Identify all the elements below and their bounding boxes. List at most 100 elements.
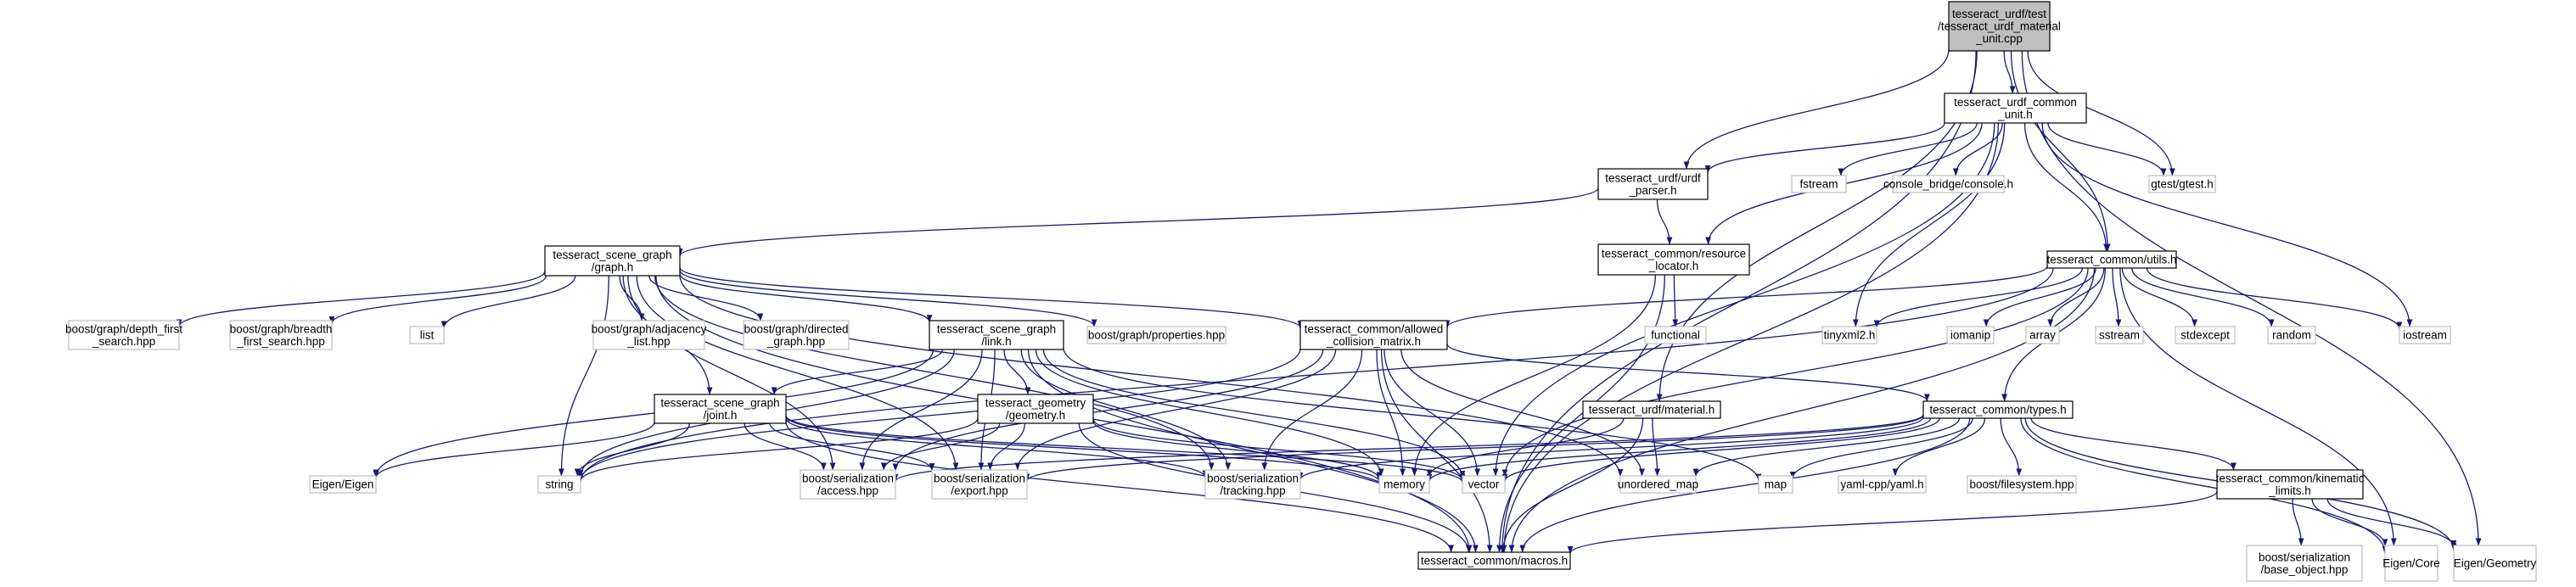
edge-utils-to-array [2047, 267, 2105, 327]
node-label-line: tesseract_urdf_common [1954, 96, 2077, 109]
node-box [1922, 400, 2074, 419]
edge-common_unit-to-utils [2023, 122, 2110, 252]
edge-sg_graph-to-ser_access [627, 275, 836, 471]
edge-acm-to-memory [1376, 349, 1406, 477]
edge-common_unit-to-console [1952, 122, 2003, 176]
node-root[interactable]: tesseract_urdf/test/tesseract_urdf_mater… [1938, 1, 2061, 52]
edge-utils-to-stdexcept [2121, 267, 2197, 327]
node-box [977, 394, 1094, 424]
edge-acm-to-unordered_map [1400, 349, 1645, 477]
node-label-line: tesseract_common/macros.h [1421, 555, 1568, 567]
node-urdf-material[interactable]: tesseract_urdf/material.h [1582, 400, 1721, 419]
node-box [1417, 551, 1571, 570]
node-acm[interactable]: tesseract_common/allowed_collision_matri… [1299, 320, 1448, 350]
node-label-line: boost/serialization [1207, 472, 1299, 484]
node-kinematic[interactable]: tesseract_common/kinematic_limits.h [2216, 469, 2365, 500]
edge-acm-to-ser_export [1014, 349, 1337, 471]
node-macros[interactable]: tesseract_common/macros.h [1417, 551, 1571, 570]
node-label-line: tesseract_urdf/test [1952, 8, 2046, 20]
edge-common_unit-to-gtest [2047, 122, 2167, 176]
node-ser-access: boost/serialization/access.hpp [800, 469, 896, 500]
node-label-line: /graph.h [592, 260, 634, 273]
node-box [537, 475, 581, 494]
node-box [592, 320, 705, 350]
node-label-line: /tracking.hpp [1220, 484, 1285, 497]
node-box [2216, 469, 2364, 500]
dependency-nodes: tesseract_urdf/test/tesseract_urdf_mater… [65, 1, 2537, 582]
node-box [1967, 475, 2077, 494]
node-string: string [537, 475, 581, 494]
edge-common_unit-to-iostream [2041, 122, 2413, 327]
node-label-line: sstream [2099, 329, 2140, 342]
node-filesystem: boost/filesystem.hpp [1967, 475, 2077, 494]
node-box [800, 469, 896, 500]
node-label-line: boost/graph/breadth [230, 322, 333, 335]
node-resource-locator[interactable]: tesseract_common/resource_locator.h [1597, 243, 1750, 276]
node-box [2453, 545, 2537, 582]
edge-types-to-map [1789, 417, 1973, 479]
node-box [2175, 326, 2236, 344]
node-box [931, 469, 1028, 500]
edge-types-to-ser_export [1024, 414, 1924, 482]
node-label-line: boost/graph/properties.hpp [1088, 329, 1225, 342]
node-common-unit[interactable]: tesseract_urdf_common_unit.h [1944, 92, 2087, 124]
node-geometry[interactable]: tesseract_geometry/geometry.h [977, 394, 1094, 424]
node-bfs: boost/graph/breadth_first_search.hpp [229, 320, 333, 350]
edge-types-to-ser_access [892, 414, 1924, 482]
node-label-line: tesseract_common/utils.h [2046, 254, 2176, 266]
node-label-line: boost/serialization [934, 472, 1025, 484]
edge-root-to-common_unit [2003, 50, 2016, 94]
node-label-line: Eigen/Geometry [2454, 557, 2537, 570]
edge-sg_link-to-macros [1027, 349, 1479, 553]
node-box [2267, 326, 2316, 344]
node-sg-graph[interactable]: tesseract_scene_graph/graph.h [544, 245, 681, 277]
node-console: console_bridge/console.h [1883, 175, 2013, 193]
node-ser-export: boost/serialization/export.hpp [931, 469, 1028, 500]
edge-common_unit-to-tinyxml [1852, 122, 2006, 327]
edge-kinematic-to-eigen_geometry [2326, 498, 2457, 548]
node-label-line: /tesseract_urdf_material [1938, 20, 2061, 33]
edge-utils-to-sstream [2112, 267, 2122, 327]
node-label-line: _parser.h [1628, 184, 1676, 197]
node-box [409, 326, 445, 344]
node-utils[interactable]: tesseract_common/utils.h [2046, 250, 2177, 269]
node-gtest: gtest/gtest.h [2148, 175, 2216, 193]
node-label-line: list [420, 329, 435, 342]
node-box [1948, 1, 2051, 52]
edge-utils-to-random [2131, 267, 2275, 327]
node-box [2399, 326, 2451, 344]
dependency-edges [176, 49, 2482, 554]
node-label-line: /base_object.hpp [2261, 563, 2349, 576]
node-label-line: /export.hpp [951, 484, 1008, 497]
node-sg-joint[interactable]: tesseract_scene_graph/joint.h [654, 394, 787, 424]
edge-types-to-yaml [1892, 417, 1986, 477]
node-urdf-parser[interactable]: tesseract_urdf/urdf_parser.h [1597, 168, 1709, 200]
edge-urdf_material-to-unordered_map [1652, 417, 1661, 477]
edge-types-to-ser_tracking [1297, 416, 1924, 480]
node-adjacency: boost/graph/adjacency_list.hpp [592, 320, 707, 350]
edge-sg_link-to-memory [1035, 349, 1384, 477]
node-label-line: tesseract_common/resource [1602, 247, 1746, 260]
edge-acm-to-vector [1383, 349, 1481, 477]
node-label-line: iostream [2403, 329, 2447, 342]
edge-geometry-to-ser_access [880, 422, 1001, 471]
node-label-line: stdexcept [2180, 329, 2230, 342]
node-types[interactable]: tesseract_common/types.h [1922, 400, 2074, 419]
node-box [2148, 175, 2216, 193]
node-box [1086, 326, 1226, 344]
node-box [1619, 475, 1697, 494]
edge-sg_graph-to-directed [648, 275, 764, 321]
edge-root-to-utils [2010, 50, 2111, 252]
node-label-line: gtest/gtest.h [2151, 178, 2214, 191]
node-functional: functional [1644, 326, 1707, 344]
edge-kinematic-to-macros [1567, 491, 2218, 554]
edge-sg_joint-to-vector [785, 415, 1466, 483]
edge-types-to-filesystem [2000, 417, 2023, 477]
node-box [68, 320, 180, 350]
edge-geometry-to-memory [1092, 420, 1383, 480]
node-box [1821, 326, 1877, 344]
edge-root-to-gtest [2027, 50, 2175, 176]
edge-sg_graph-to-properties [679, 270, 1097, 327]
edge-utils-to-acm [1444, 266, 2048, 328]
node-sg-link[interactable]: tesseract_scene_graph/link.h [929, 320, 1064, 350]
